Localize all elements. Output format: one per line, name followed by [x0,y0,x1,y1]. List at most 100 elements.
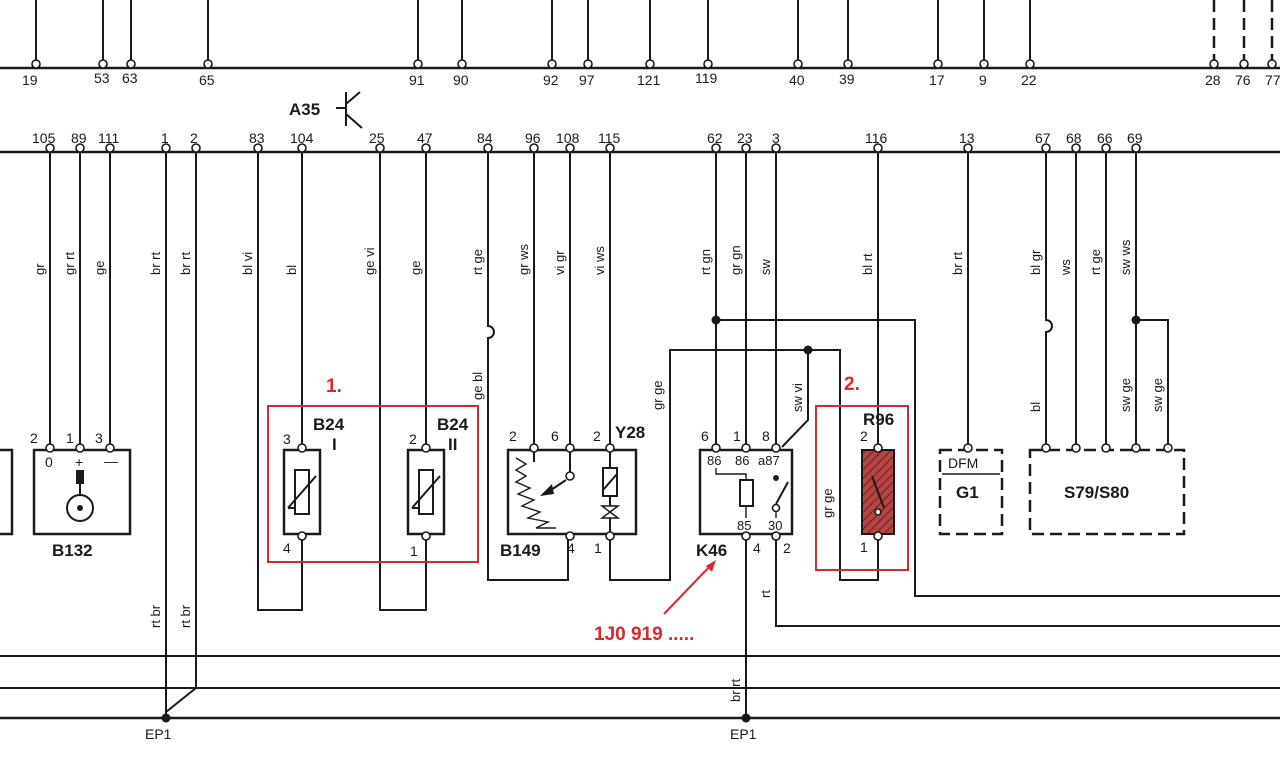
wire-color-label: gr ge [820,488,835,518]
b24-components: 3 4 B24 I 2 1 B24 II [282,415,469,559]
terminal-label: 39 [839,71,855,87]
terminal-label: 9 [979,72,987,88]
wire-color-label: br rt [728,679,743,703]
wire-color-label: bl [1028,402,1043,412]
terminal-label: 108 [556,130,580,146]
wire-color-label: rt ge [1088,249,1103,275]
pin-label: 1 [594,540,602,556]
wire-color-label: sw ge [1118,378,1133,412]
terminal-label: 3 [772,130,780,146]
terminal-label: 67 [1035,130,1051,146]
relay-terminal: 86 [707,453,721,468]
wire-color-label: bl gr [1028,249,1043,275]
k46-label: K46 [696,541,727,560]
relay-terminal: a87 [758,453,780,468]
terminal-label: 62 [707,130,723,146]
pin-label: 2 [783,540,791,556]
wire-color-label: ge vi [362,247,377,275]
terminal-label: 63 [122,70,138,86]
pin-label: 4 [753,540,761,556]
mid-bus-wires [49,152,1280,718]
terminal-label: 116 [865,130,888,146]
terminal-label: 53 [94,70,110,86]
g1-label: G1 [956,483,979,502]
relay-coil-icon [739,479,754,507]
wire-color-label: rt gn [698,249,713,275]
wire-color-label: vi ws [592,246,607,275]
relay-terminal: 30 [768,518,782,533]
r96-label: R96 [863,410,894,429]
part-pointer-line [663,563,713,615]
wire-color-label: gr rt [62,252,77,276]
partial-component-box [0,448,14,536]
top-bus-drops [35,0,1274,62]
terminal-label: 89 [71,130,87,146]
s79-s80-label: S79/S80 [1064,483,1129,502]
highlight-box-1 [267,405,479,563]
top-bus-pins [31,59,1277,69]
wire-color-label: gr ws [516,243,531,275]
pin-label: 3 [95,430,103,446]
highlight-mark-1: 1. [326,376,342,397]
wire-color-label: gr gn [728,245,743,275]
wire-color-label: rt ge [470,249,485,275]
sensor-element-icon [76,470,84,484]
pin-symbol: + [75,454,83,470]
terminal-label: 115 [598,130,621,146]
wire-color-label: br rt [950,252,965,276]
pin-label: 2 [30,430,38,446]
wire-color-label: vi gr [552,250,567,275]
highlight-mark-2: 2. [844,374,860,395]
terminal-label: 92 [543,72,559,88]
b132-label: B132 [52,541,93,560]
wire-color-label: br rt [148,252,163,276]
terminal-label: 84 [477,130,493,146]
b149-y28-component: 2 6 2 4 1 [506,428,638,556]
wire-color-label: gr ge [650,380,665,410]
terminal-label: 83 [249,130,265,146]
terminal-label: 1 [161,130,169,146]
terminal-label: 2 [190,130,198,146]
relay-terminal: 85 [737,518,751,533]
terminal-label: 121 [637,72,661,88]
terminal-label: 104 [290,130,314,146]
b149-label: B149 [500,541,541,560]
wire-color-label: sw vi [790,383,805,412]
terminal-label: 77 [1265,72,1280,88]
a35-transistor-symbol [336,91,363,129]
wire-color-label: sw [758,259,773,276]
r96-component: 2 1 [860,428,895,555]
wire-color-label: bl vi [240,252,255,275]
terminal-label: 28 [1205,72,1221,88]
wire-color-label: ge bl [470,372,485,400]
pin-label: 4 [283,540,291,556]
terminal-label: 76 [1235,72,1251,88]
top-bus-terminal-labels: 19 53 63 65 91 90 92 97 121 119 40 39 17… [22,70,1280,88]
b24-1-label: B24 [313,415,345,434]
terminal-label: 22 [1021,72,1037,88]
wire-color-label: bl [284,265,299,275]
pin-label: 1 [860,539,868,555]
pin-label: 1 [410,543,418,559]
pin-symbol: — [104,453,118,469]
wire-color-label: ge [408,261,423,275]
terminal-label: 40 [789,72,805,88]
b132-component: 2 1 3 0 + — [30,430,132,536]
part-pointer-arrowhead [706,560,716,572]
wire-color-labels: gr gr rt ge br rt br rt bl vi bl ge vi g… [32,239,1165,702]
terminal-label: 119 [695,70,718,86]
pin-label: 6 [701,428,709,444]
terminal-label: 69 [1127,130,1143,146]
terminal-label: 65 [199,72,215,88]
b24-2-label: B24 [437,415,469,434]
terminal-label: 19 [22,72,38,88]
terminal-label: 91 [409,72,425,88]
relay-terminal: 86 [735,453,749,468]
pin-label: 2 [593,428,601,444]
a35-label: A35 [289,100,320,119]
spring-icon [514,457,556,529]
sensor-dial-icon [66,494,94,522]
pin-label: 1 [733,428,741,444]
wire-color-label: br rt [178,252,193,276]
mid-bus-pins [45,143,1141,153]
